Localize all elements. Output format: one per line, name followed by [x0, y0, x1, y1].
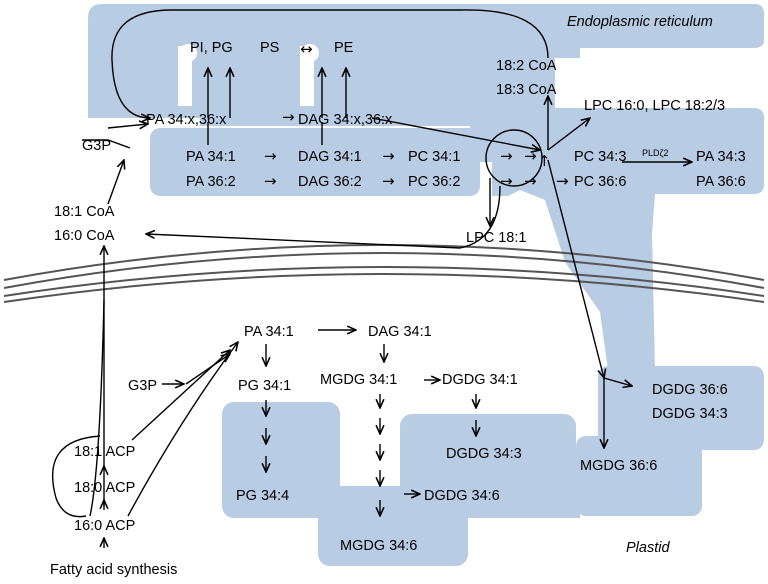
svg-text:→: →	[524, 147, 537, 165]
pc343-label: PC 34:3	[574, 149, 626, 165]
svg-text:→: →	[556, 172, 569, 190]
lpc-top-label: LPC 16:0, LPC 18:2/3	[584, 98, 725, 114]
pl-pa341-label: PA 34:1	[244, 324, 294, 340]
er-notch-caps	[179, 44, 319, 62]
svg-text:→: →	[524, 172, 537, 190]
dgdg343-label: DGDG 34:3	[446, 446, 522, 462]
acp180-label: 18:0 ACP	[74, 480, 135, 496]
pld-label: PLDζ2	[642, 148, 668, 158]
svg-text:↔: ↔	[300, 40, 313, 58]
acp181-label: 18:1 ACP	[74, 444, 135, 460]
er-labels: Endoplasmic reticulum PI, PG PS PE 18:2 …	[54, 14, 746, 246]
er-dag341-label: DAG 34:1	[298, 149, 362, 165]
lpc181-label: LPC 18:1	[466, 230, 526, 246]
er-dag362-label: DAG 36:2	[298, 174, 362, 190]
plastid-regions	[222, 366, 764, 566]
pc366-label: PC 36:6	[574, 174, 626, 190]
er-compartment-label: Endoplasmic reticulum	[567, 14, 713, 30]
svg-text:→: →	[264, 147, 277, 165]
svg-text:→: →	[500, 147, 513, 165]
envelope-membranes	[3, 244, 765, 303]
acp160-label: 16:0 ACP	[74, 518, 135, 534]
plastid-compartment-label: Plastid	[626, 540, 670, 556]
co181-label: 18:1 CoA	[54, 204, 115, 220]
pc362-label: PC 36:2	[408, 174, 460, 190]
pg344-label: PG 34:4	[236, 488, 289, 504]
svg-text:→: →	[282, 108, 295, 126]
pa366-label: PA 36:6	[696, 174, 746, 190]
mgdg366-label: MGDG 36:6	[580, 458, 657, 474]
pl-g3p-label: G3P	[128, 378, 157, 394]
plastid-labels: PA 34:1 DAG 34:1 G3P PG 34:1 MGDG 34:1 D…	[50, 324, 728, 578]
svg-text:→: →	[382, 147, 395, 165]
svg-text:→: →	[382, 172, 395, 190]
co160-label: 16:0 CoA	[54, 228, 115, 244]
arrows	[51, 9, 692, 548]
dag-x-label: DAG 34:x,36:x	[298, 112, 393, 128]
pg341-label: PG 34:1	[238, 378, 291, 394]
er-region	[88, 4, 764, 370]
dgdg366-label: DGDG 36:6	[652, 382, 728, 398]
fas-label: Fatty acid synthesis	[50, 562, 177, 578]
pa-x-label: PA 34:x,36:x	[146, 112, 227, 128]
er-pa341-label: PA 34:1	[186, 149, 236, 165]
mgdg341-label: MGDG 34:1	[320, 372, 397, 388]
pl-dag341-label: DAG 34:1	[368, 324, 432, 340]
pe-label: PE	[334, 40, 354, 56]
inline-arrows: → → → → → → → → → → ↑ ↔	[264, 40, 569, 190]
pa343-label: PA 34:3	[696, 149, 746, 165]
svg-text:→: →	[264, 172, 277, 190]
dgdg346-label: DGDG 34:6	[424, 488, 500, 504]
er-g3p-label: G3P	[82, 138, 111, 154]
dgdg343b-label: DGDG 34:3	[652, 406, 728, 422]
pc341-label: PC 34:1	[408, 149, 460, 165]
er-pa362-label: PA 36:2	[186, 174, 236, 190]
dgdg341-label: DGDG 34:1	[442, 372, 518, 388]
svg-text:↑: ↑	[538, 152, 551, 170]
pi-pg-label: PI, PG	[190, 40, 233, 56]
svg-text:→: →	[500, 172, 513, 190]
co183-label: 18:3 CoA	[496, 82, 557, 98]
co182-label: 18:2 CoA	[496, 58, 557, 74]
ps-label: PS	[260, 40, 279, 56]
mgdg346-label: MGDG 34:6	[340, 538, 417, 554]
